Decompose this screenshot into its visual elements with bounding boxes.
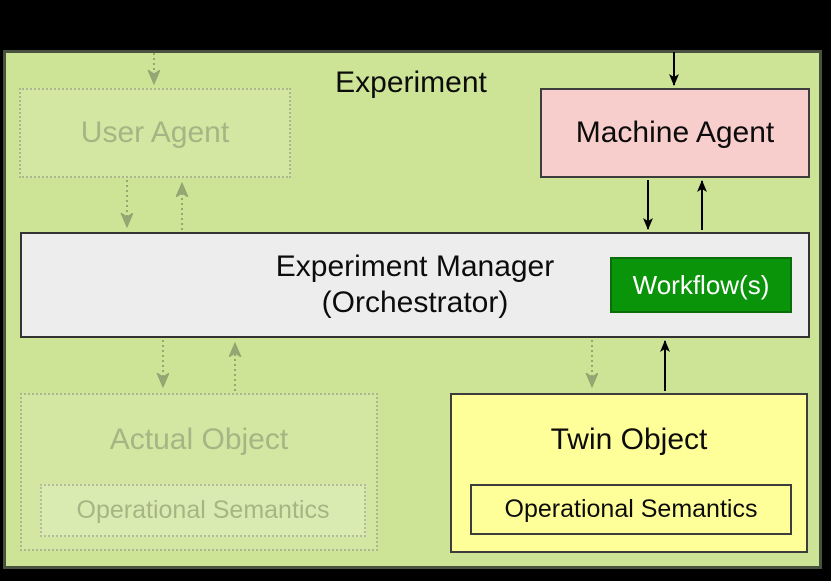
twin-operational-semantics-label: Operational Semantics (504, 495, 758, 523)
node-experiment-manager: Experiment Manager (Orchestrator) (20, 232, 810, 338)
actual-operational-semantics-label: Operational Semantics (76, 496, 330, 524)
node-actual-object: Actual Object Operational Semantics (20, 393, 378, 551)
actual-object-label: Actual Object (109, 423, 289, 456)
experiment-manager-label-line2: (Orchestrator) (321, 286, 509, 319)
experiment-container-label: Experiment (335, 66, 487, 99)
node-twin-object: Twin Object Operational Semantics (450, 393, 808, 553)
node-actual-operational-semantics: Operational Semantics (40, 484, 366, 537)
node-user-agent: User Agent (19, 88, 291, 178)
twin-object-label: Twin Object (550, 423, 708, 456)
user-agent-label: User Agent (80, 116, 230, 149)
workflow-label: Workflow(s) (632, 269, 770, 300)
node-twin-operational-semantics: Operational Semantics (470, 484, 792, 535)
experiment-manager-label-line1: Experiment Manager (275, 250, 555, 283)
node-workflow: Workflow(s) (610, 257, 792, 313)
machine-agent-label: Machine Agent (575, 116, 775, 149)
node-machine-agent: Machine Agent (540, 88, 810, 178)
